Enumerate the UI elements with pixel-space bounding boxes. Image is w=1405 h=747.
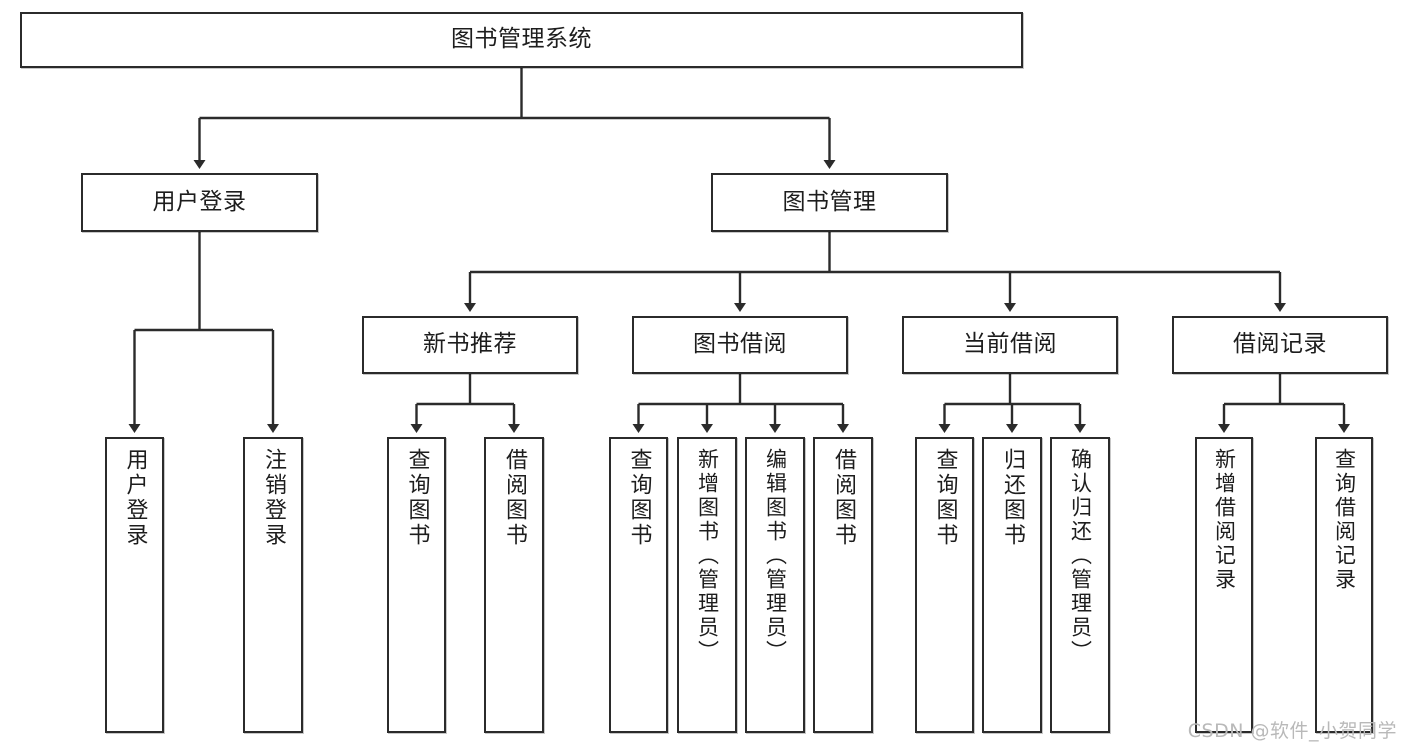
node-leaf-bor-4[interactable]: 借阅图书 bbox=[813, 437, 873, 733]
node-label: 注销登录 bbox=[261, 448, 286, 548]
node-label: 新增借阅记录 bbox=[1212, 448, 1237, 592]
node-label: 查询图书 bbox=[626, 448, 652, 548]
node-label: 用户登录 bbox=[152, 188, 247, 215]
node-label: 确认归还（管理员） bbox=[1068, 448, 1093, 664]
node-label: 新书推荐 bbox=[423, 331, 517, 358]
node-leaf-new-2[interactable]: 借阅图书 bbox=[484, 437, 544, 733]
node-label: 图书借阅 bbox=[693, 331, 787, 358]
node-leaf-new-1[interactable]: 查询图书 bbox=[387, 437, 446, 733]
node-label: 借阅图书 bbox=[831, 448, 856, 548]
node-root[interactable]: 图书管理系统 bbox=[20, 12, 1023, 68]
node-leaf-bor-3[interactable]: 编辑图书（管理员） bbox=[745, 437, 805, 733]
node-label: 查询借阅记录 bbox=[1332, 448, 1357, 592]
watermark-label: CSDN @软件_小贺同学 bbox=[1187, 720, 1397, 742]
node-leaf-cur-2[interactable]: 归还图书 bbox=[982, 437, 1042, 733]
node-leaf-cur-1[interactable]: 查询图书 bbox=[915, 437, 974, 733]
node-label: 用户登录 bbox=[122, 448, 148, 548]
node-leaf-bor-2[interactable]: 新增图书（管理员） bbox=[677, 437, 737, 733]
node-label: 当前借阅 bbox=[963, 331, 1057, 358]
node-newbook[interactable]: 新书推荐 bbox=[362, 316, 578, 374]
node-leaf-login-1[interactable]: 用户登录 bbox=[105, 437, 164, 733]
node-leaf-rec-1[interactable]: 新增借阅记录 bbox=[1195, 437, 1253, 733]
node-borrow[interactable]: 图书借阅 bbox=[632, 316, 848, 374]
node-current[interactable]: 当前借阅 bbox=[902, 316, 1118, 374]
node-label: 查询图书 bbox=[932, 448, 958, 548]
node-leaf-rec-2[interactable]: 查询借阅记录 bbox=[1315, 437, 1373, 733]
node-label: 归还图书 bbox=[1000, 448, 1025, 548]
node-label: 借阅记录 bbox=[1233, 331, 1327, 358]
node-label: 图书管理 bbox=[782, 188, 877, 215]
node-leaf-bor-1[interactable]: 查询图书 bbox=[609, 437, 668, 733]
node-leaf-cur-3[interactable]: 确认归还（管理员） bbox=[1050, 437, 1110, 733]
node-label: 编辑图书（管理员） bbox=[763, 448, 788, 664]
node-label: 借阅图书 bbox=[502, 448, 527, 548]
node-bookmgmt[interactable]: 图书管理 bbox=[711, 173, 948, 232]
node-record[interactable]: 借阅记录 bbox=[1172, 316, 1388, 374]
node-login[interactable]: 用户登录 bbox=[81, 173, 318, 232]
node-label: 查询图书 bbox=[404, 448, 430, 548]
node-leaf-login-2[interactable]: 注销登录 bbox=[243, 437, 303, 733]
node-label: 新增图书（管理员） bbox=[695, 448, 720, 664]
node-label: 图书管理系统 bbox=[451, 26, 592, 53]
